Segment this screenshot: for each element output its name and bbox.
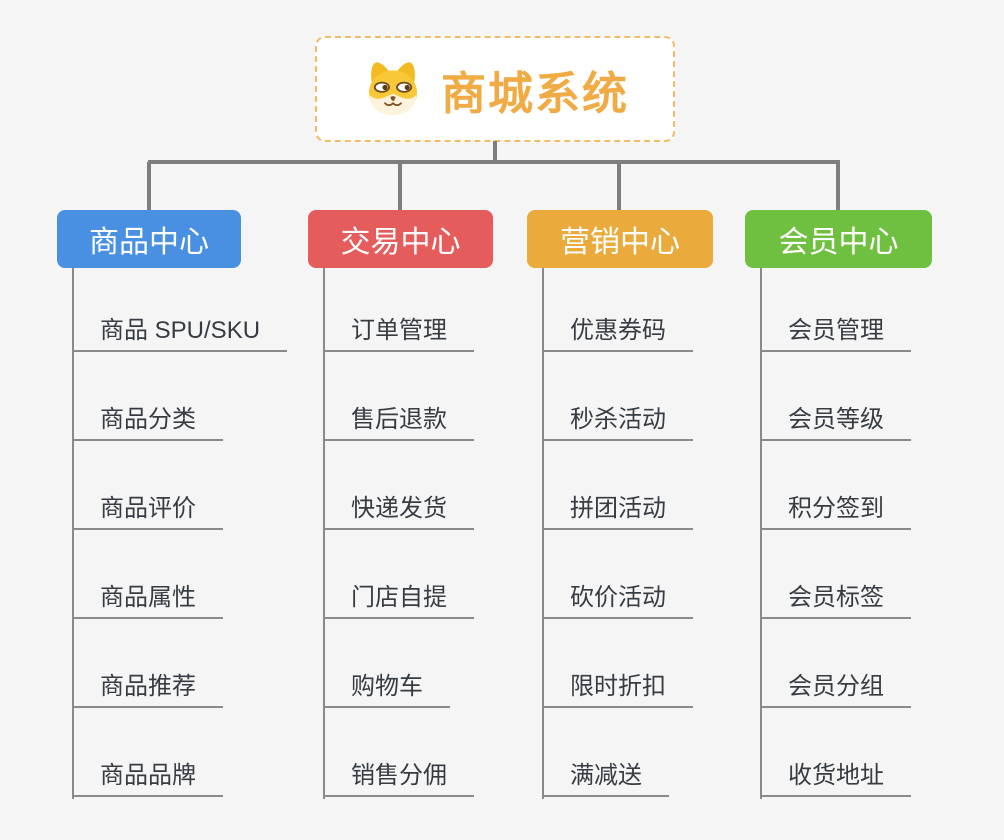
connector-drop-product xyxy=(147,162,151,210)
leaf-flash-sale[interactable]: 秒杀活动 xyxy=(542,397,693,441)
leaf-column-marketing: 优惠券码 秒杀活动 拼团活动 砍价活动 限时折扣 满减送 xyxy=(542,308,693,797)
branch-line-trade xyxy=(323,268,325,799)
leaf-product-category[interactable]: 商品分类 xyxy=(72,397,223,441)
leaf-shipping-address[interactable]: 收货地址 xyxy=(760,753,911,797)
leaf-product-recommend[interactable]: 商品推荐 xyxy=(72,664,223,708)
leaf-shopping-cart[interactable]: 购物车 xyxy=(323,664,450,708)
leaf-member-tag[interactable]: 会员标签 xyxy=(760,575,911,619)
leaf-product-review[interactable]: 商品评价 xyxy=(72,486,223,530)
leaf-store-pickup[interactable]: 门店自提 xyxy=(323,575,474,619)
branch-label: 交易中心 xyxy=(340,226,461,259)
branch-box-product-center[interactable]: 商品中心 xyxy=(57,210,241,268)
leaf-group-buy[interactable]: 拼团活动 xyxy=(542,486,693,530)
branch-box-member-center[interactable]: 会员中心 xyxy=(745,210,932,268)
root-node[interactable]: 商城系统 xyxy=(315,36,675,142)
leaf-after-sale-refund[interactable]: 售后退款 xyxy=(323,397,474,441)
branch-label: 商品中心 xyxy=(89,226,209,259)
branch-line-marketing xyxy=(542,268,544,799)
connector-drop-trade xyxy=(398,162,402,210)
leaf-column-product: 商品 SPU/SKU 商品分类 商品评价 商品属性 商品推荐 商品品牌 xyxy=(72,308,288,797)
shiba-dog-icon xyxy=(368,62,417,115)
branch-line-product xyxy=(72,268,74,799)
connector-bus xyxy=(148,160,840,164)
leaf-member-group[interactable]: 会员分组 xyxy=(760,664,911,708)
leaf-full-reduction[interactable]: 满减送 xyxy=(542,753,669,797)
branch-label: 营销中心 xyxy=(560,226,680,259)
leaf-product-spu-sku[interactable]: 商品 SPU/SKU xyxy=(72,308,288,352)
branch-line-member xyxy=(760,268,762,799)
branch-box-marketing-center[interactable]: 营销中心 xyxy=(527,210,713,268)
leaf-coupon-code[interactable]: 优惠券码 xyxy=(542,308,693,352)
leaf-bargain-activity[interactable]: 砍价活动 xyxy=(542,575,693,619)
leaf-column-member: 会员管理 会员等级 积分签到 会员标签 会员分组 收货地址 xyxy=(760,308,911,797)
connector-drop-member xyxy=(836,162,840,210)
leaf-member-management[interactable]: 会员管理 xyxy=(760,308,911,352)
leaf-limited-time-discount[interactable]: 限时折扣 xyxy=(542,664,693,708)
leaf-column-trade: 订单管理 售后退款 快递发货 门店自提 购物车 销售分佣 xyxy=(323,308,474,797)
leaf-member-level[interactable]: 会员等级 xyxy=(760,397,911,441)
branch-box-trade-center[interactable]: 交易中心 xyxy=(308,210,493,268)
leaf-product-attribute[interactable]: 商品属性 xyxy=(72,575,223,619)
branch-label: 会员中心 xyxy=(778,226,899,259)
leaf-product-brand[interactable]: 商品品牌 xyxy=(72,753,223,797)
root-title: 商城系统 xyxy=(440,67,629,119)
leaf-sales-commission[interactable]: 销售分佣 xyxy=(323,753,474,797)
connector-root-stub xyxy=(493,141,497,164)
connector-drop-marketing xyxy=(617,162,621,210)
leaf-express-delivery[interactable]: 快递发货 xyxy=(323,486,474,530)
leaf-points-checkin[interactable]: 积分签到 xyxy=(760,486,911,530)
leaf-order-management[interactable]: 订单管理 xyxy=(323,308,474,352)
